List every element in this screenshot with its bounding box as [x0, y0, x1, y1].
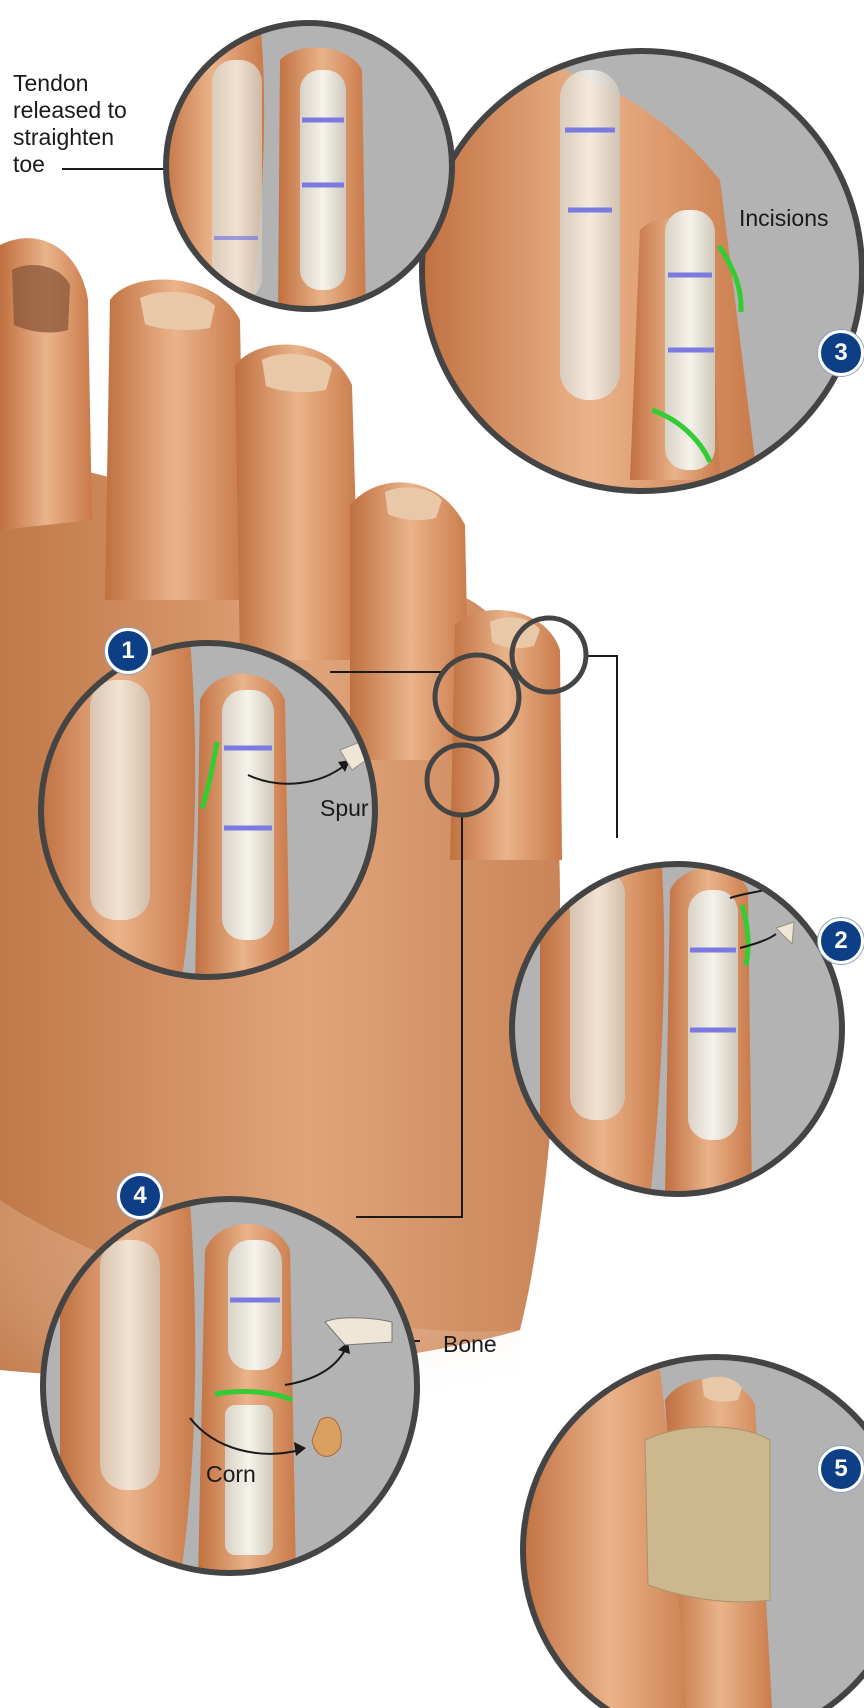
bone-label: Bone	[443, 1331, 497, 1358]
tendon-label-line-3: straighten	[13, 124, 127, 151]
inset-3	[420, 51, 862, 500]
inset-tendon	[160, 20, 452, 320]
step-badge-5: 5	[818, 1446, 864, 1492]
step-badge-2: 2	[818, 918, 864, 964]
inset-5	[520, 1357, 864, 1708]
step-badge-3: 3	[818, 330, 864, 376]
incisions-label: Incisions	[739, 205, 828, 232]
tendon-label-line-1: Tendon	[13, 70, 127, 97]
inset-2	[512, 840, 842, 1200]
tendon-label-line-4: toe	[13, 151, 127, 178]
fourth-toe	[350, 482, 470, 760]
step-badge-4: 4	[117, 1173, 163, 1219]
spur-label: Spur	[320, 795, 369, 822]
tendon-label-line-2: released to	[13, 97, 127, 124]
bandage-icon	[645, 1427, 770, 1602]
inset-4	[43, 1199, 417, 1580]
step-badge-1: 1	[105, 628, 151, 674]
fifth-toe	[450, 610, 562, 860]
corn-label: Corn	[206, 1461, 256, 1488]
tendon-label: Tendon released to straighten toe	[13, 70, 127, 178]
